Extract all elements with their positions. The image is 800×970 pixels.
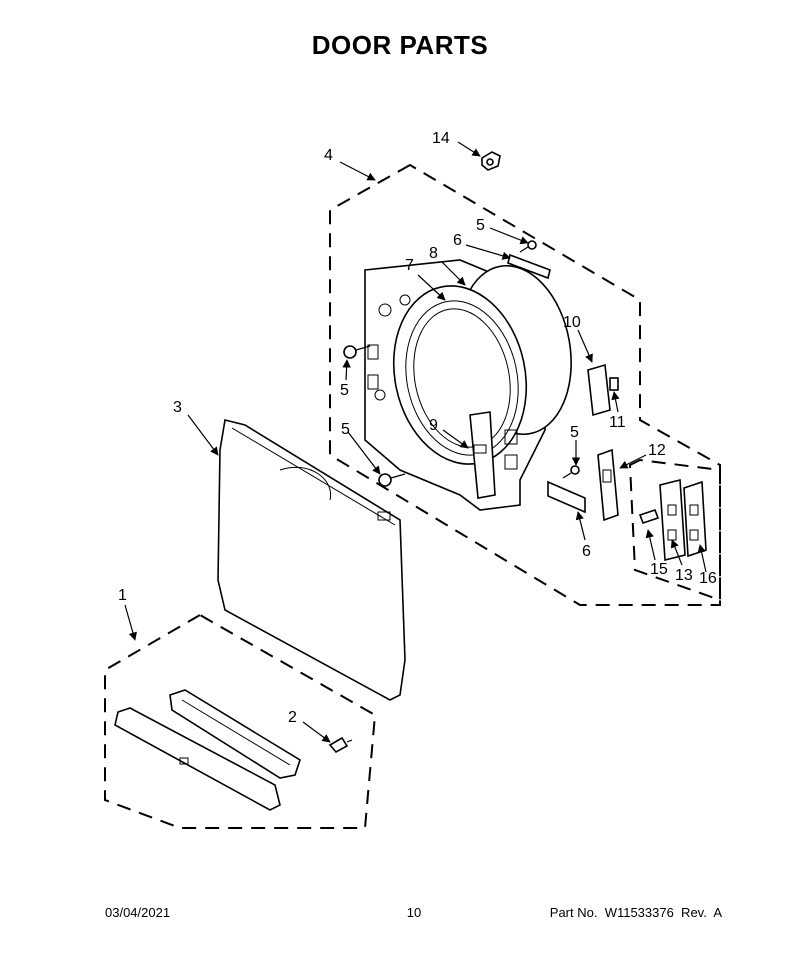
callout-8: 8 <box>429 245 438 262</box>
callout-3: 3 <box>173 399 182 416</box>
part-9-hinge-plate <box>469 411 496 499</box>
part-5-screw-a <box>343 345 371 359</box>
callout-13: 14 <box>432 130 450 147</box>
callout-12: 12 <box>648 442 666 459</box>
callout-6-top: 6 <box>453 232 462 249</box>
callout-9: 9 <box>429 417 438 434</box>
callout-5-left: 5 <box>340 382 349 399</box>
callout-4: 4 <box>324 147 333 164</box>
callout-5-right: 5 <box>570 424 579 441</box>
callout-6-bottom: 6 <box>582 543 591 560</box>
callout-16: 16 <box>699 570 717 587</box>
footer-part-number: Part No. W11533376 Rev. A <box>549 905 722 920</box>
callout-15: 15 <box>650 561 668 578</box>
part-14-16-hinge <box>638 478 707 562</box>
callout-2: 2 <box>288 709 297 726</box>
part-4-inner-door <box>364 259 572 511</box>
callout-14: 13 <box>675 567 693 584</box>
part-5-screw-c <box>519 240 537 253</box>
footer-page-number: 10 <box>406 905 422 920</box>
part-12-hinge-cover <box>597 448 619 522</box>
callout-7: 7 <box>405 257 414 274</box>
page-title: DOOR PARTS <box>311 30 489 60</box>
part-5-screw-b <box>378 473 406 487</box>
part-6-bracket-top <box>507 253 551 280</box>
leader-lines <box>124 141 707 743</box>
part-1-handle <box>114 689 301 811</box>
part-6-bracket-bottom <box>547 480 586 514</box>
callout-1: 1 <box>118 587 127 604</box>
part-2-screw <box>328 736 353 754</box>
callout-11: 11 <box>609 414 626 431</box>
group-4-boundary <box>329 163 721 606</box>
callout-10: 10 <box>563 314 581 331</box>
callout-5-top: 5 <box>476 217 485 234</box>
part-13-bumper <box>481 151 501 171</box>
part-5-screw-d <box>562 465 580 479</box>
hinge-group-boundary <box>628 458 721 602</box>
footer-date: 03/04/2021 <box>105 905 171 920</box>
callout-5-lower: 5 <box>341 421 350 438</box>
part-3-outer-door <box>217 419 406 701</box>
part-10-latch <box>587 363 619 417</box>
